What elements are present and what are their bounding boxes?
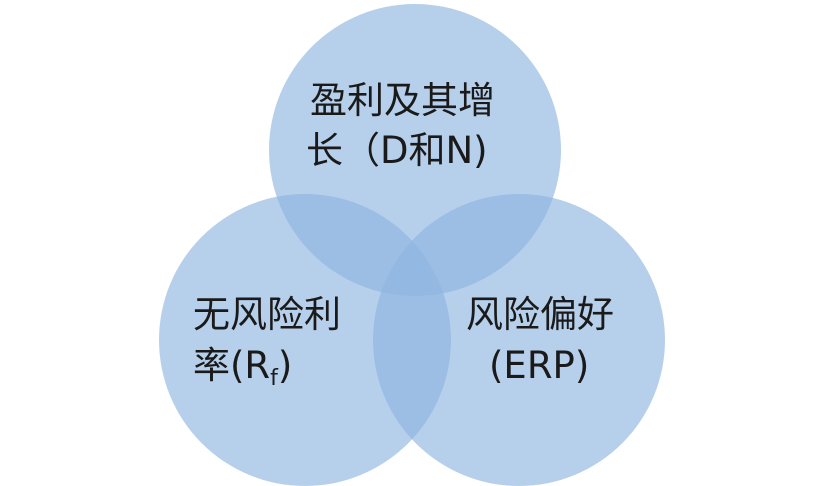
top-label: 盈利及其增 长（D和N) — [306, 79, 495, 172]
left-label-line2: 率(Rf) — [193, 344, 292, 391]
top-label-line2: 长（D和N) — [306, 129, 488, 172]
top-label-line1: 盈利及其增 — [310, 79, 495, 122]
circle-right — [373, 194, 665, 486]
right-label: 风险偏好 (ERP) — [466, 293, 614, 387]
left-label: 无风险利 率(Rf) — [193, 293, 341, 391]
right-label-line2: (ERP) — [489, 344, 589, 387]
left-label-end: ) — [278, 344, 292, 387]
left-label-main: 率(R — [193, 344, 270, 387]
circle-left — [159, 194, 451, 486]
left-label-line1: 无风险利 — [193, 293, 341, 336]
left-label-subscript: f — [270, 366, 279, 391]
right-label-line1: 风险偏好 — [466, 293, 614, 336]
